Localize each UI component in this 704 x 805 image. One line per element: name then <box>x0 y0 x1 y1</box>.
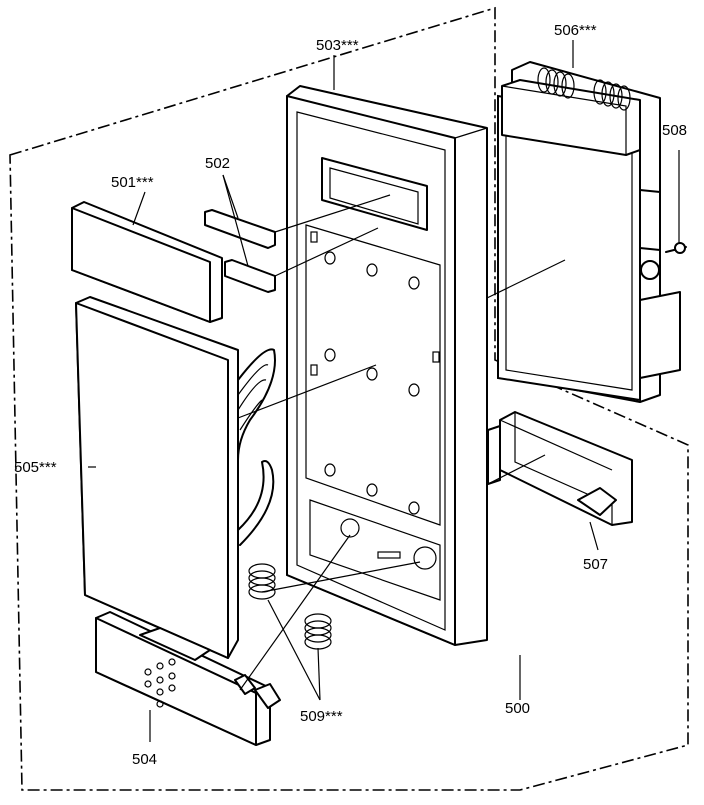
part-508-screw <box>665 150 687 254</box>
label-509: 509*** <box>300 708 343 725</box>
part-502-strips <box>204 209 276 293</box>
label-508: 508 <box>662 122 687 139</box>
label-506: 506*** <box>554 22 597 39</box>
label-507: 507 <box>583 556 608 573</box>
part-506-control-board <box>497 61 681 403</box>
part-503-door-frame <box>286 85 488 646</box>
part-507-latch-bracket <box>487 411 633 526</box>
label-500: 500 <box>505 700 530 717</box>
part-504-button-block <box>95 611 281 746</box>
leader-lines <box>88 40 599 742</box>
label-503: 503*** <box>316 37 359 54</box>
part-505-door-panel <box>75 296 276 659</box>
label-504: 504 <box>132 751 157 768</box>
assembly-boundary <box>9 6 689 791</box>
part-509-springs <box>248 563 332 650</box>
part-501-display-panel <box>71 201 223 323</box>
label-501: 501*** <box>111 174 154 191</box>
label-502: 502 <box>205 155 230 172</box>
label-505: 505*** <box>14 459 57 476</box>
